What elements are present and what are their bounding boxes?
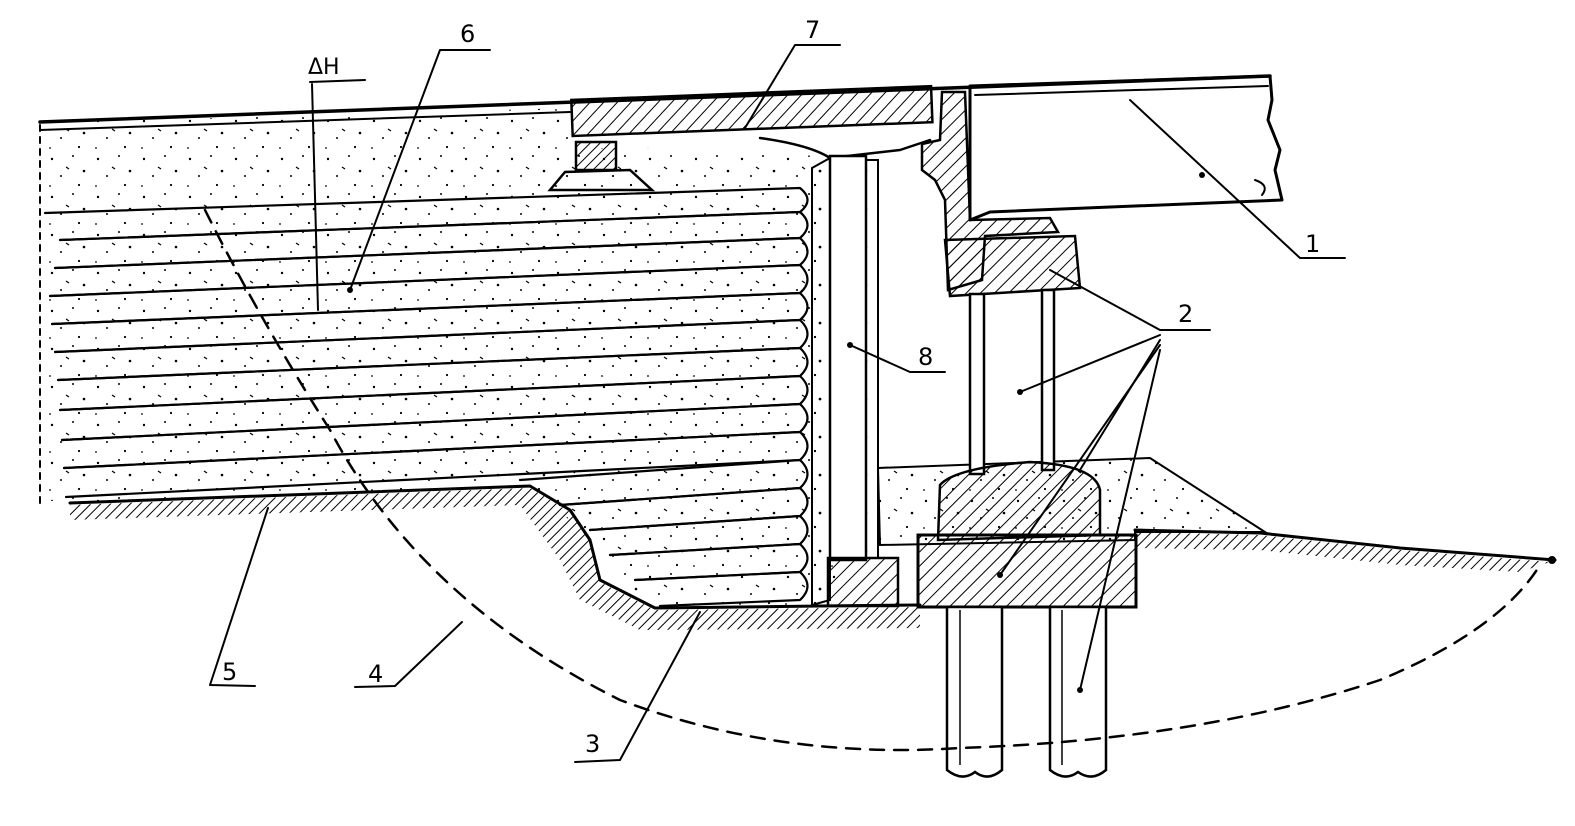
pier-columns	[968, 288, 1056, 476]
embankment-fill	[40, 108, 845, 608]
label-8: 8	[918, 343, 933, 371]
pile-cap-upper	[936, 460, 1102, 542]
label-5: 5	[222, 658, 237, 686]
ground-hatching-left	[70, 488, 920, 630]
slip-surface-curve	[203, 208, 1542, 752]
wall-backfill-strip	[811, 156, 831, 607]
pile-cap-footing	[916, 533, 1138, 609]
slab-support-block	[574, 140, 618, 172]
delta-h-label: ΔH	[308, 55, 340, 80]
bridge-deck-beam	[968, 74, 1284, 222]
natural-ground-line	[68, 484, 922, 610]
label-3: 3	[585, 730, 600, 758]
leader-dots	[347, 172, 1205, 693]
retaining-panel	[828, 154, 868, 562]
ground-hatching-right	[1135, 532, 1550, 572]
panel-foundation-block	[826, 556, 900, 608]
slab-footing-mound	[547, 168, 656, 192]
label-6: 6	[460, 20, 475, 48]
label-2: 2	[1178, 300, 1193, 328]
settlement-dimension: ΔH	[308, 55, 366, 311]
reinforced-soil-layers	[43, 186, 809, 608]
label-7: 7	[805, 16, 820, 44]
label-1: 1	[1305, 230, 1320, 258]
panel-drainage-layer	[865, 159, 879, 559]
foundation-piles	[945, 605, 1108, 778]
pier-cap-beam	[943, 234, 1082, 298]
approach-slab	[570, 84, 934, 138]
label-4: 4	[368, 660, 383, 688]
leader-lines	[209, 44, 1346, 763]
